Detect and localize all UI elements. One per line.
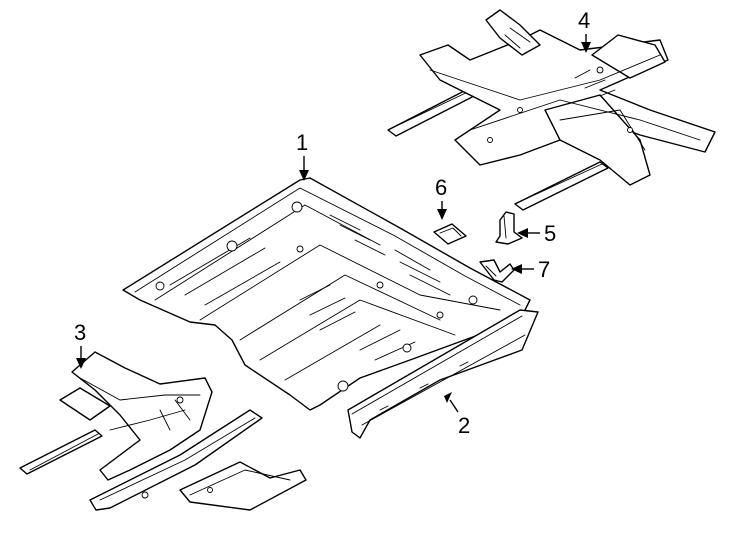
callout-label-4: 4 (578, 8, 590, 33)
pad (433, 223, 467, 245)
callout-label-5: 5 (544, 221, 556, 246)
callout-1: 1 (296, 130, 309, 181)
callout-5: 5 (517, 221, 556, 246)
front-crossmember-assembly (19, 351, 307, 511)
clip (479, 259, 515, 283)
bracket (495, 211, 523, 245)
callout-label-2: 2 (458, 413, 470, 438)
rear-rail-assembly (387, 9, 716, 211)
floor-pan (122, 177, 531, 411)
callout-6: 6 (435, 175, 447, 220)
callout-label-6: 6 (435, 175, 447, 200)
callout-label-1: 1 (296, 130, 308, 155)
rocker-reinforcement (347, 309, 539, 439)
callout-3: 3 (74, 320, 86, 369)
callout-label-3: 3 (74, 320, 86, 345)
callout-4: 4 (578, 8, 591, 53)
callout-label-7: 7 (538, 257, 550, 282)
callout-2: 2 (444, 392, 470, 438)
callout-7: 7 (511, 257, 550, 282)
